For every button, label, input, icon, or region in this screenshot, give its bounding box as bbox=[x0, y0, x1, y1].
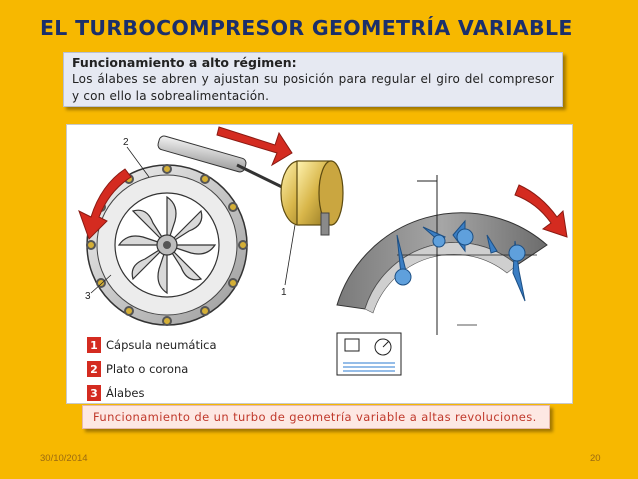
footer-date: 30/10/2014 bbox=[40, 453, 88, 464]
info-heading: Funcionamiento a alto régimen: bbox=[72, 55, 297, 70]
callout-2: 2 bbox=[123, 137, 129, 148]
legend-item: 1 Cápsula neumática bbox=[87, 334, 217, 356]
info-box: Funcionamiento a alto régimen: Los álabe… bbox=[63, 52, 563, 107]
callout-1: 1 bbox=[281, 287, 287, 298]
page-number: 20 bbox=[590, 453, 601, 464]
rotation-arrow-left bbox=[78, 168, 132, 240]
legend-item: 2 Plato o corona bbox=[87, 358, 217, 380]
legend-number: 2 bbox=[87, 361, 101, 377]
pneumatic-capsule bbox=[280, 160, 344, 236]
callout-3: 3 bbox=[85, 291, 91, 302]
figure-caption: Funcionamiento de un turbo de geometría … bbox=[82, 405, 550, 429]
vane-sector-diagram bbox=[336, 175, 548, 335]
legend-number: 1 bbox=[87, 337, 101, 353]
legend-item: 3 Álabes bbox=[87, 382, 217, 404]
rotation-arrow-right bbox=[514, 184, 568, 238]
legend-label: Cápsula neumática bbox=[106, 338, 217, 352]
info-text: Los álabes se abren y ajustan su posició… bbox=[72, 72, 554, 103]
turbo-wheel bbox=[86, 164, 248, 326]
legend-number: 3 bbox=[87, 385, 101, 401]
legend-label: Álabes bbox=[106, 386, 145, 400]
actuator-rod bbox=[157, 135, 283, 189]
legend-label: Plato o corona bbox=[106, 362, 189, 376]
turbo-illustration: 2 3 1 bbox=[78, 126, 568, 376]
gauge-inset bbox=[336, 332, 402, 376]
rotation-arrow-top bbox=[216, 126, 293, 167]
legend: 1 Cápsula neumática 2 Plato o corona 3 Á… bbox=[87, 334, 217, 406]
turbo-figure: 2 3 1 bbox=[66, 124, 573, 404]
slide-title: EL TURBOCOMPRESOR GEOMETRÍA VARIABLE bbox=[40, 16, 573, 40]
